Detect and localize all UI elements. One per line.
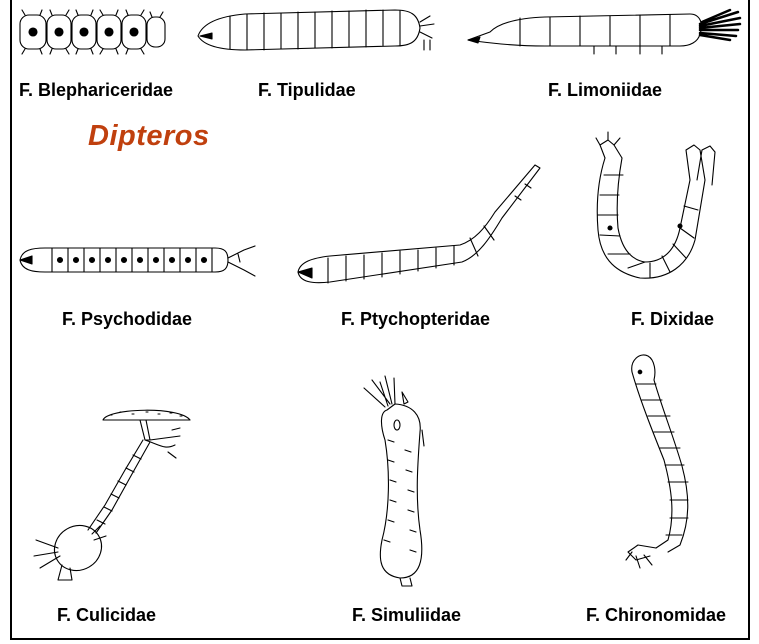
culicidae-larva-drawing [33,409,191,581]
ptychopteridae-larva-drawing [297,164,541,284]
dixidae-larva-drawing [595,131,716,279]
label-chironomidae: F. Chironomidae [586,605,727,625]
tipulidae-larva-drawing [197,9,435,51]
chironomidae-larva-drawing [625,354,689,569]
label-psychodidae: F. Psychodidae [62,309,193,329]
psychodidae-larva-drawing [19,245,256,277]
label-limoniidae: F. Limoniidae [548,80,663,100]
label-culicidae: F. Culicidae [57,605,157,625]
label-tipulidae: F. Tipulidae [258,80,356,100]
limoniidae-larva-drawing [467,8,742,55]
label-ptychopteridae: F. Ptychopteridae [341,309,491,329]
blephariceridae-larva-drawing [19,9,166,55]
simuliidae-larva-drawing [363,375,425,587]
label-dixidae: F. Dixidae [631,309,715,329]
figure-title: Dipteros [88,120,210,152]
label-simuliidae: F. Simuliidae [352,605,462,625]
figure-frame [10,0,750,640]
label-blephariceridae: F. Blephariceridae [19,80,174,100]
